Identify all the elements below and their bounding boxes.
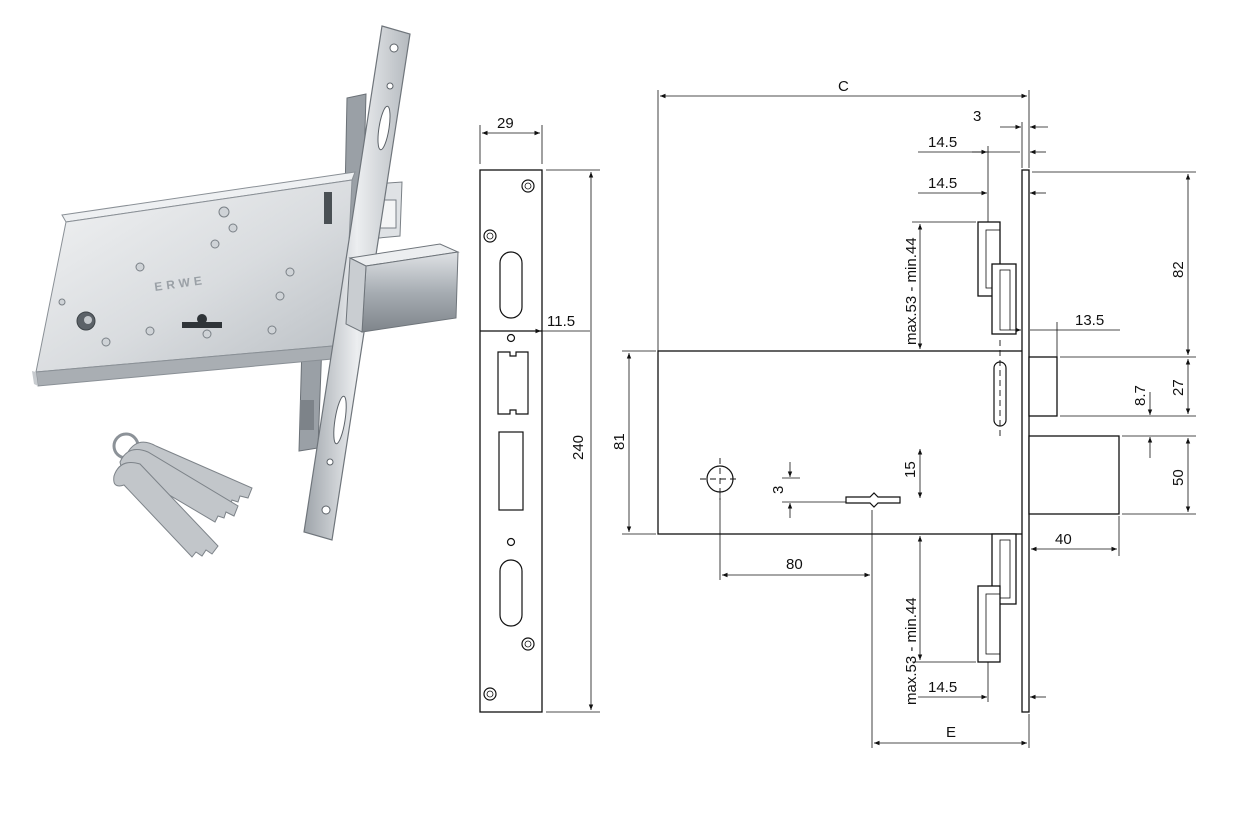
dim-backset-total: E <box>946 724 956 741</box>
lock-photo: ERWE <box>32 25 460 558</box>
side-view-drawing: C 3 14.5 14.5 max.53 - min.44 max.53 - m… <box>611 78 1196 748</box>
dim-upper-height: 82 <box>1170 261 1187 278</box>
dim-plate-height: 240 <box>570 435 587 460</box>
dim-key-offset: 80 <box>786 556 803 573</box>
dim-plate-hole-offset: 11.5 <box>547 313 575 330</box>
dim-overall-depth: C <box>838 78 849 95</box>
dim-faceplate-thickness: 3 <box>973 108 981 125</box>
dim-bolt-projection: 40 <box>1055 531 1072 548</box>
dim-top-offset-1: 14.5 <box>928 134 957 151</box>
dim-latch-projection: 13.5 <box>1075 312 1104 329</box>
faceplate-drawing: 29 240 11.5 <box>479 115 600 713</box>
dim-latch-height: 27 <box>1170 379 1187 396</box>
dim-rod-range-bottom: max.53 - min.44 <box>903 597 920 705</box>
dim-key-distance: 15 <box>902 461 919 478</box>
dim-plate-width: 29 <box>497 115 514 132</box>
dim-bolt-height: 50 <box>1170 469 1187 486</box>
dim-rod-range-top: max.53 - min.44 <box>903 237 920 345</box>
keys <box>112 432 253 558</box>
dim-top-offset-2: 14.5 <box>928 175 957 192</box>
dim-latch-gap: 8.7 <box>1132 385 1149 406</box>
dim-bottom-offset: 14.5 <box>928 679 957 696</box>
dim-body-height: 81 <box>611 433 628 450</box>
dim-key-width: 3 <box>770 486 787 494</box>
